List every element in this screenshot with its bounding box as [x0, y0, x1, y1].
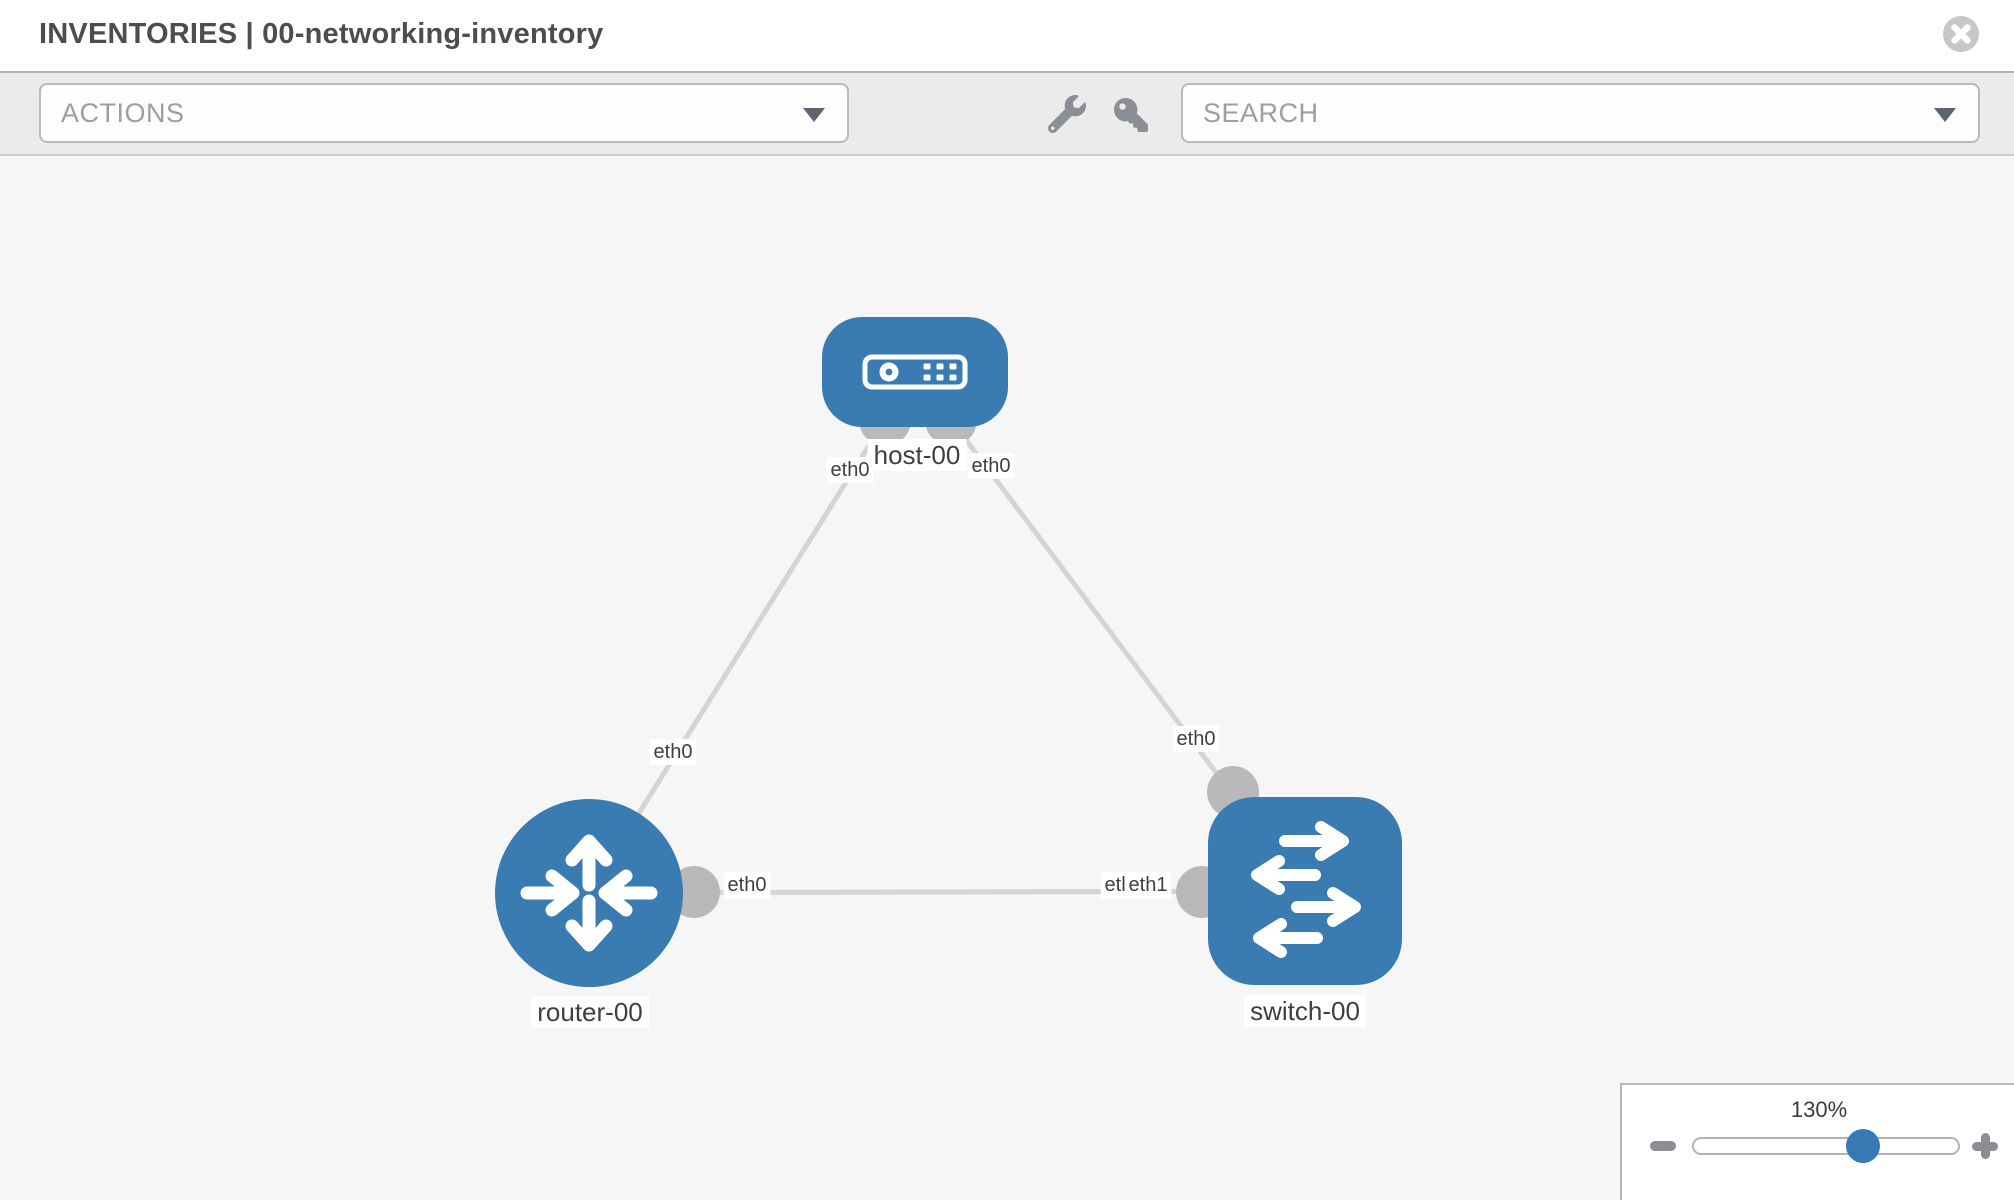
zoom-panel: 130%	[1620, 1083, 2014, 1200]
node-shape-router[interactable]	[495, 799, 683, 987]
node-shape-switch[interactable]	[1208, 797, 1402, 985]
chevron-down-icon	[803, 108, 825, 122]
chevron-down-icon	[1934, 108, 1956, 122]
zoom-out-button[interactable]	[1650, 1141, 1676, 1151]
zoom-slider[interactable]	[1692, 1129, 1960, 1163]
search-dropdown-label: SEARCH	[1203, 98, 1319, 128]
zoom-level-value: 130%	[1790, 1097, 1848, 1122]
search-dropdown[interactable]: SEARCH	[1181, 83, 1980, 143]
zoom-slider-row	[1622, 1129, 2014, 1177]
toolbar: ACTIONS SEARCH	[0, 73, 2014, 156]
wrench-icon	[1047, 95, 1086, 134]
node-switch-00[interactable]	[1208, 797, 1402, 985]
node-host-00[interactable]	[822, 317, 1008, 427]
page-title: INVENTORIES | 00-networking-inventory	[39, 18, 604, 50]
actions-dropdown[interactable]: ACTIONS	[39, 83, 849, 143]
key-button[interactable]	[1114, 98, 1148, 135]
header: INVENTORIES | 00-networking-inventory	[0, 0, 2014, 73]
node-shape-host[interactable]	[822, 317, 1008, 427]
zoom-slider-thumb[interactable]	[1846, 1129, 1880, 1163]
actions-dropdown-label: ACTIONS	[61, 98, 185, 128]
wrench-button[interactable]	[1047, 95, 1086, 136]
close-button[interactable]	[1943, 16, 1979, 52]
zoom-in-button[interactable]	[1972, 1133, 1998, 1159]
node-router-00[interactable]	[495, 799, 683, 987]
key-icon	[1114, 98, 1148, 132]
close-icon	[1951, 24, 1971, 44]
